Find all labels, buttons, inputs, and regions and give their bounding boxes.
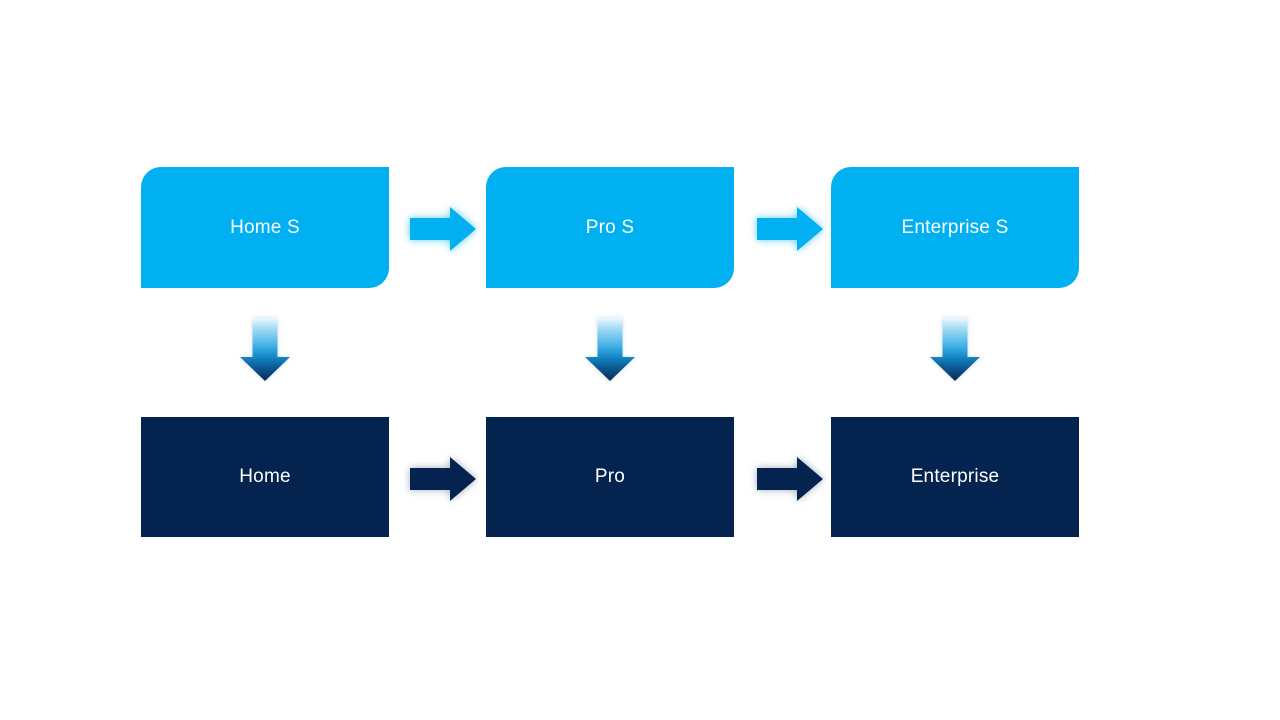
box-label: Home (239, 466, 291, 487)
right-arrow-icon (757, 207, 823, 251)
box-label: Enterprise S (901, 216, 1009, 238)
bottom-box-pro: Pro (486, 417, 734, 537)
bottom-box-home: Home (141, 417, 389, 537)
down-arrow-icon (585, 318, 635, 381)
right-arrow-icon (757, 457, 823, 501)
top-box-home-s: Home S (141, 167, 389, 288)
down-arrow-icon (930, 318, 980, 381)
right-arrow-icon (410, 207, 476, 251)
box-label: Enterprise (910, 466, 1000, 487)
top-box-pro-s: Pro S (486, 167, 734, 288)
box-label: Home S (230, 216, 300, 238)
top-box-enterprise-s: Enterprise S (831, 167, 1079, 288)
bottom-box-enterprise: Enterprise (831, 417, 1079, 537)
down-arrow-icon (240, 318, 290, 381)
box-label: Pro S (585, 216, 635, 238)
box-label: Pro (594, 466, 626, 487)
right-arrow-icon (410, 457, 476, 501)
